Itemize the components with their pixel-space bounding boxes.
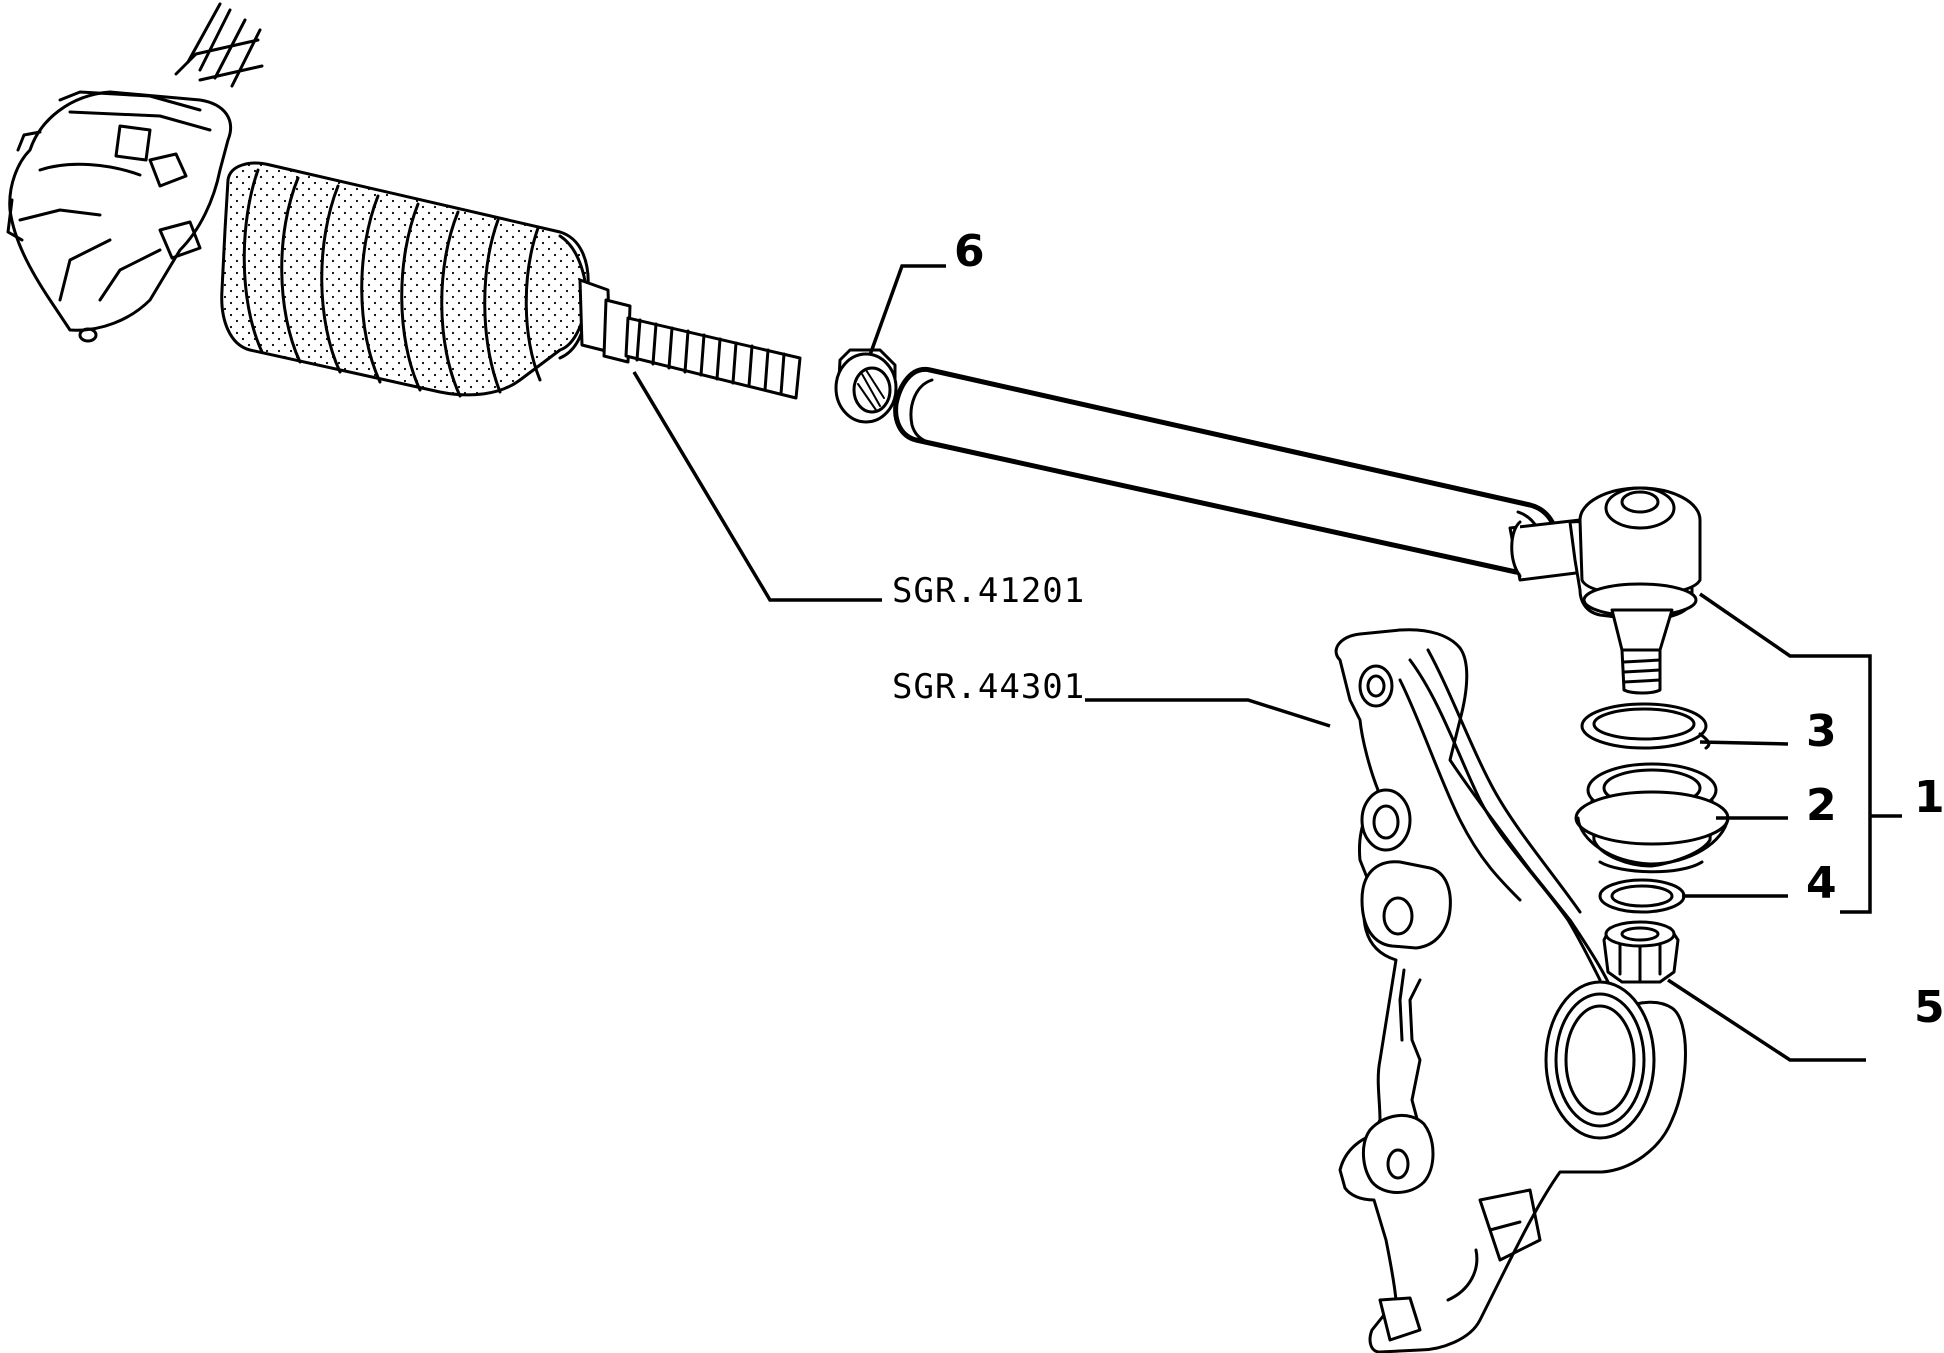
- inner-tie-rod: [578, 278, 802, 400]
- callout-6: 6: [954, 226, 985, 277]
- leader-knuckle: [1085, 698, 1331, 728]
- castle-nut: [1602, 920, 1680, 984]
- steering-rack-housing: [6, 2, 264, 343]
- leader-lines: [632, 264, 1902, 1062]
- tie-rod-tube: [893, 366, 1560, 576]
- leader-6: [868, 264, 946, 356]
- ref-rack-label: SGR.41201: [892, 571, 1085, 611]
- leader-3: [1699, 740, 1789, 746]
- leader-rack: [632, 371, 882, 602]
- bracket-1: [1699, 592, 1872, 914]
- ref-knuckle-label: SGR.44301: [892, 667, 1085, 707]
- steering-knuckle: [1334, 628, 1687, 1353]
- callout-5: 5: [1914, 982, 1944, 1033]
- callout-3: 3: [1806, 706, 1837, 757]
- callout-4: 4: [1806, 858, 1837, 909]
- small-ring: [1598, 878, 1686, 914]
- rubber-boot: [220, 161, 590, 398]
- lock-nut: [834, 348, 898, 424]
- tie-rod-end: [1508, 486, 1702, 695]
- callout-1: 1: [1914, 772, 1944, 823]
- leader-5: [1667, 978, 1866, 1062]
- callout-2: 2: [1806, 780, 1837, 831]
- ring-seal: [1580, 702, 1711, 750]
- dust-cover: [1574, 762, 1730, 874]
